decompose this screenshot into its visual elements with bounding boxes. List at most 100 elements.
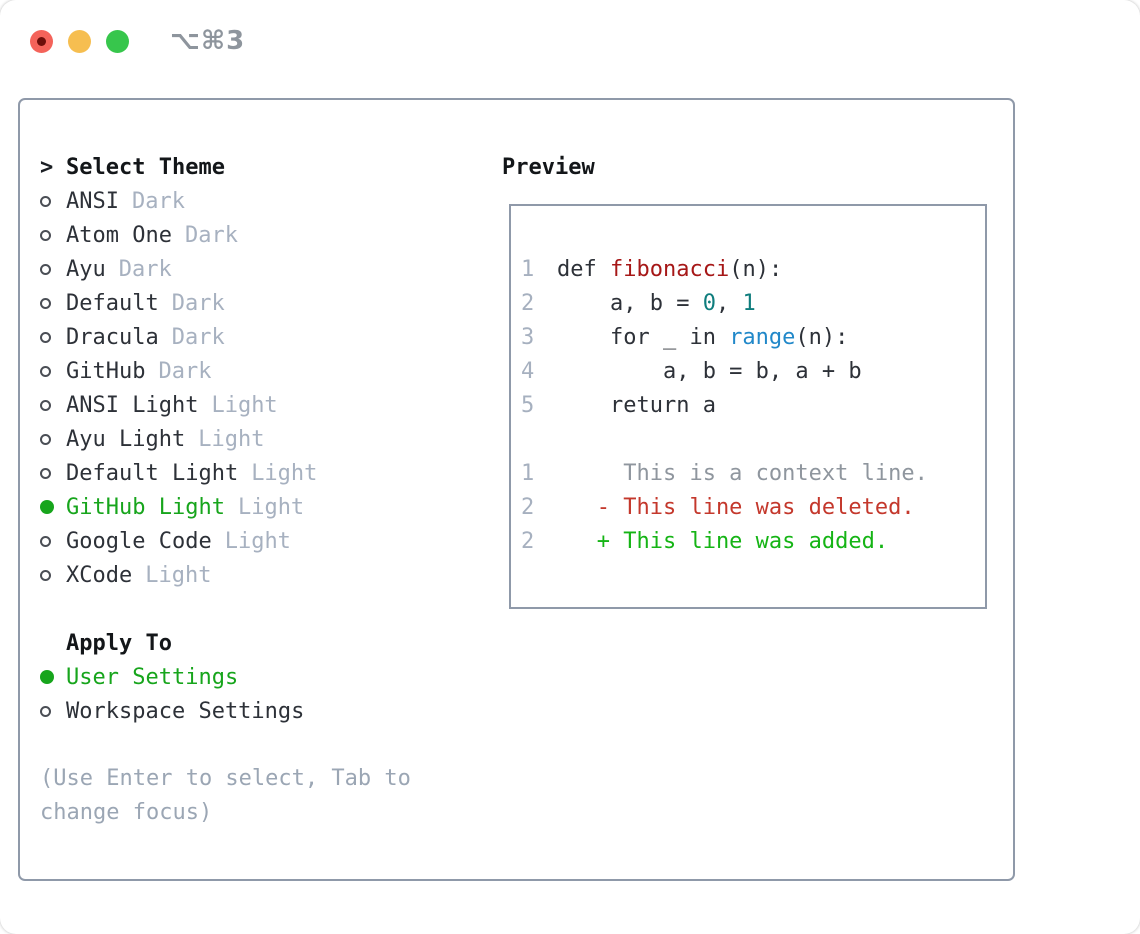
radio-unselected-icon [40,535,51,547]
code-line: 2 - This line was deleted. [521,490,985,524]
hint-text-line-1: (Use Enter to select, Tab to [40,766,411,791]
select-theme-header-row: > Select Theme [40,150,500,184]
apply-to-header-row: Apply To [40,626,500,660]
title-bar: ⌥⌘3 [30,26,245,56]
radio-unselected-icon [40,433,51,445]
token-plain: for _ in [557,324,730,350]
radio-icon [40,433,66,445]
theme-option-ayu[interactable]: Ayu Dark [40,252,500,286]
line-number: 3 [521,324,535,350]
apply-option-label: User Settings [66,664,239,690]
theme-name: Ayu [66,256,106,282]
radio-icon [40,365,66,377]
theme-name: Atom One [66,222,172,248]
apply-to-title: Apply To [66,630,172,656]
code-line: 4 a, b = b, a + b [521,354,985,388]
code-line-content: for _ in range(n): [557,325,848,350]
zoom-button[interactable] [106,29,129,53]
line-number: 2 [521,528,535,554]
code-line: 5 return a [521,388,985,422]
focus-caret-icon: > [40,154,54,180]
token-plain: def [557,256,610,282]
token-plain: (n): [795,324,849,350]
theme-option-google-code[interactable]: Google Code Light [40,524,500,558]
radio-unselected-icon [40,705,51,717]
theme-option-xcode[interactable]: XCode Light [40,558,500,592]
line-number: 2 [521,290,535,316]
apply-option-user-settings[interactable]: User Settings [40,660,500,694]
code-line-content: def fibonacci(n): [557,257,782,282]
radio-unselected-icon [40,365,51,377]
token-function: fibonacci [609,256,730,282]
radio-icon [40,569,66,581]
token-deleted: - This line was deleted. [557,494,915,520]
code-line-content: This is a context line. [557,461,928,486]
token-builtin: range [729,324,796,350]
theme-variant-tag: Light [251,460,318,486]
token-number: 0 [702,290,716,316]
radio-icon [40,229,66,241]
theme-name: Google Code [66,528,212,554]
radio-icon [40,195,66,207]
radio-icon [40,399,66,411]
theme-variant-tag: Dark [171,290,225,316]
radio-icon [40,535,66,547]
theme-variant-tag: Light [145,562,212,588]
apply-option-label: Workspace Settings [66,698,305,724]
line-number: 5 [521,392,535,418]
radio-selected-icon [40,500,54,514]
minimize-button[interactable] [68,29,91,53]
token-plain: , [715,290,743,316]
select-theme-title: Select Theme [66,154,225,180]
token-plain: (n): [729,256,783,282]
code-line: 3 for _ in range(n): [521,320,985,354]
radio-icon [40,670,66,684]
code-line-content: a, b = 0, 1 [557,291,756,316]
radio-icon [40,705,66,717]
theme-variant-tag: Dark [118,256,172,282]
theme-variant-tag: Dark [131,188,185,214]
token-added: + This line was added. [557,528,889,554]
theme-variant-tag: Light [224,528,291,554]
preview-title: Preview [502,154,595,180]
code-line: 2 + This line was added. [521,524,985,558]
theme-name: GitHub Light [66,494,225,520]
spacer [40,728,500,762]
radio-unselected-icon [40,263,51,275]
close-button[interactable] [30,29,53,53]
theme-variant-tag: Light [211,392,278,418]
radio-icon [40,467,66,479]
radio-icon [40,331,66,343]
radio-unselected-icon [40,195,51,207]
radio-selected-icon [40,670,54,684]
line-number: 2 [521,494,535,520]
apply-option-workspace-settings[interactable]: Workspace Settings [40,694,500,728]
token-plain: a, b = [557,290,703,316]
theme-variant-tag: Dark [158,358,212,384]
radio-unselected-icon [40,229,51,241]
radio-unselected-icon [40,467,51,479]
radio-unselected-icon [40,569,51,581]
preview-column: Preview [502,150,595,184]
theme-name: XCode [66,562,133,588]
radio-icon [40,297,66,309]
theme-name: ANSI [66,188,119,214]
theme-name: Ayu Light [66,426,186,452]
token-plain: return a [557,392,716,418]
theme-option-ansi[interactable]: ANSI Dark [40,184,500,218]
